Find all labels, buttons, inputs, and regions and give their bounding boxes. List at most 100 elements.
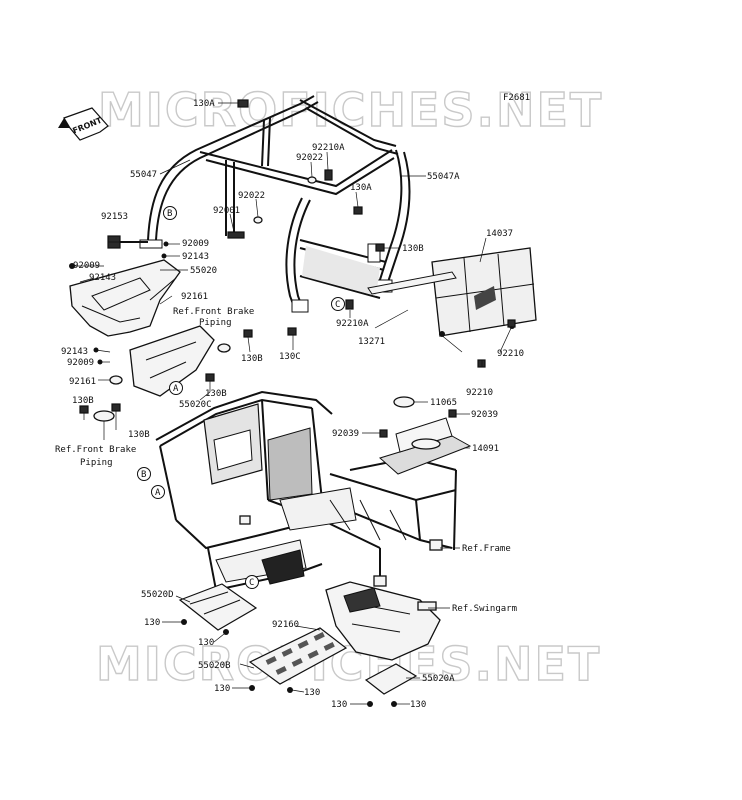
figure-code: F2681 <box>503 93 530 103</box>
label-ref-front-brake-2: Ref.Front Brake <box>55 445 136 455</box>
label-92009-c: 92009 <box>67 358 94 368</box>
front-bracket <box>129 325 215 397</box>
label-ref-swingarm: Ref.Swingarm <box>452 604 517 614</box>
bolt-130B-left <box>79 405 89 414</box>
skid-plate-55020A <box>364 663 418 695</box>
label-55020: 55020 <box>190 266 217 276</box>
label-130-f: 130 <box>410 700 426 710</box>
label-92001: 92001 <box>213 206 240 216</box>
label-130-e: 130 <box>331 700 347 710</box>
label-92210-b: 92210 <box>466 388 493 398</box>
callout-c-bottom: C <box>249 578 254 588</box>
label-130B-mid: 130B <box>241 354 263 364</box>
skid-plate-55020B <box>248 627 348 685</box>
bolt-130B-b <box>205 373 215 382</box>
leader-lines <box>74 102 513 705</box>
label-130-c: 130 <box>214 684 230 694</box>
clip-92161-a <box>217 343 231 353</box>
bolt-130B-bottom <box>111 403 121 412</box>
bolt-92039-a <box>379 429 388 438</box>
bolt-130C <box>287 327 297 336</box>
bolt-92001 <box>227 231 245 239</box>
label-14091: 14091 <box>472 444 499 454</box>
label-92009-a: 92009 <box>182 239 209 249</box>
front-arrow-icon: FRONT <box>58 107 109 141</box>
callout-b-bottom: B <box>141 470 146 480</box>
label-130-a: 130 <box>144 618 160 628</box>
washer-92022-mid <box>253 216 263 224</box>
watermark-bottom: MICROFICHES.NET <box>96 637 601 691</box>
bolt-92210A-mid <box>345 299 354 310</box>
label-130-d: 130 <box>304 688 320 698</box>
bolt-92009-a <box>69 263 75 269</box>
label-130B-right: 130B <box>402 244 424 254</box>
label-130B-left: 130B <box>72 396 94 406</box>
label-130-b: 130 <box>198 638 214 648</box>
bolt-130B-mid <box>243 329 253 338</box>
label-92009-b: 92009 <box>73 261 100 271</box>
bolt-92039-b <box>448 409 457 418</box>
tray-14091 <box>379 417 472 475</box>
bar-13271 <box>367 271 457 295</box>
bolt-130-f <box>391 701 397 707</box>
bolt-130-e <box>367 701 373 707</box>
label-13271: 13271 <box>358 337 385 347</box>
washer-92022-top <box>307 176 317 184</box>
bolt-130B-right <box>375 243 385 252</box>
label-92039-b: 92039 <box>471 410 498 420</box>
label-92161-b: 92161 <box>69 377 96 387</box>
label-92160: 92160 <box>272 620 299 630</box>
bolt-130-d <box>287 687 293 693</box>
label-92143-c: 92143 <box>61 347 88 357</box>
roll-cage <box>139 95 411 313</box>
label-55020C: 55020C <box>179 400 212 410</box>
label-14037: 14037 <box>486 229 513 239</box>
swingarm <box>325 581 441 661</box>
label-ref-front-brake-1: Ref.Front Brake <box>173 307 254 317</box>
bolt-92210-a <box>507 319 516 328</box>
main-frame <box>155 390 457 591</box>
label-130A-mid: 130A <box>350 183 372 193</box>
callout-b-top: B <box>167 209 172 219</box>
bolt-130-a <box>181 619 187 625</box>
front-panel-55020 <box>69 259 181 337</box>
label-130A-top: 130A <box>193 99 215 109</box>
bolt-130A-mid <box>353 206 363 215</box>
cargo-net-14037 <box>431 247 537 337</box>
bolt-92210-b <box>477 359 486 368</box>
label-11065: 11065 <box>430 398 457 408</box>
label-92210-a: 92210 <box>497 349 524 359</box>
bolt-92210A-top <box>324 169 333 181</box>
label-92143-a: 92143 <box>182 252 209 262</box>
clip-92161-b <box>109 375 123 385</box>
callout-a-top: A <box>173 384 179 394</box>
watermark-top: MICROFICHES.NET <box>98 83 603 137</box>
callout-c-top: C <box>335 300 340 310</box>
callout-a-bottom: A <box>155 488 161 498</box>
label-92039-a: 92039 <box>332 429 359 439</box>
label-piping-2: Piping <box>80 458 113 468</box>
label-55020D: 55020D <box>141 590 174 600</box>
label-130B-bottom: 130B <box>128 430 150 440</box>
part-labels: 130A 92210A 92022 55047 55047A 130A 9202… <box>55 99 524 710</box>
cap-11065 <box>393 396 415 408</box>
label-55047: 55047 <box>130 170 157 180</box>
label-ref-frame: Ref.Frame <box>462 544 511 554</box>
label-55020A: 55020A <box>422 674 455 684</box>
bolt-130A-top <box>237 99 249 108</box>
label-92143-b: 92143 <box>89 273 116 283</box>
label-55020B: 55020B <box>198 661 231 671</box>
label-92153: 92153 <box>101 212 128 222</box>
label-55047A: 55047A <box>427 172 460 182</box>
label-piping-1: Piping <box>199 318 232 328</box>
label-130B-b: 130B <box>205 389 227 399</box>
label-92022-top: 92022 <box>296 153 323 163</box>
skid-plate-55020D <box>178 583 258 631</box>
label-130C: 130C <box>279 352 301 362</box>
bolt-130-b <box>223 629 229 635</box>
label-92210A-mid: 92210A <box>336 319 369 329</box>
clip-front-brake-piping <box>93 410 115 422</box>
bolt-130-c <box>249 685 255 691</box>
label-92161-a: 92161 <box>181 292 208 302</box>
